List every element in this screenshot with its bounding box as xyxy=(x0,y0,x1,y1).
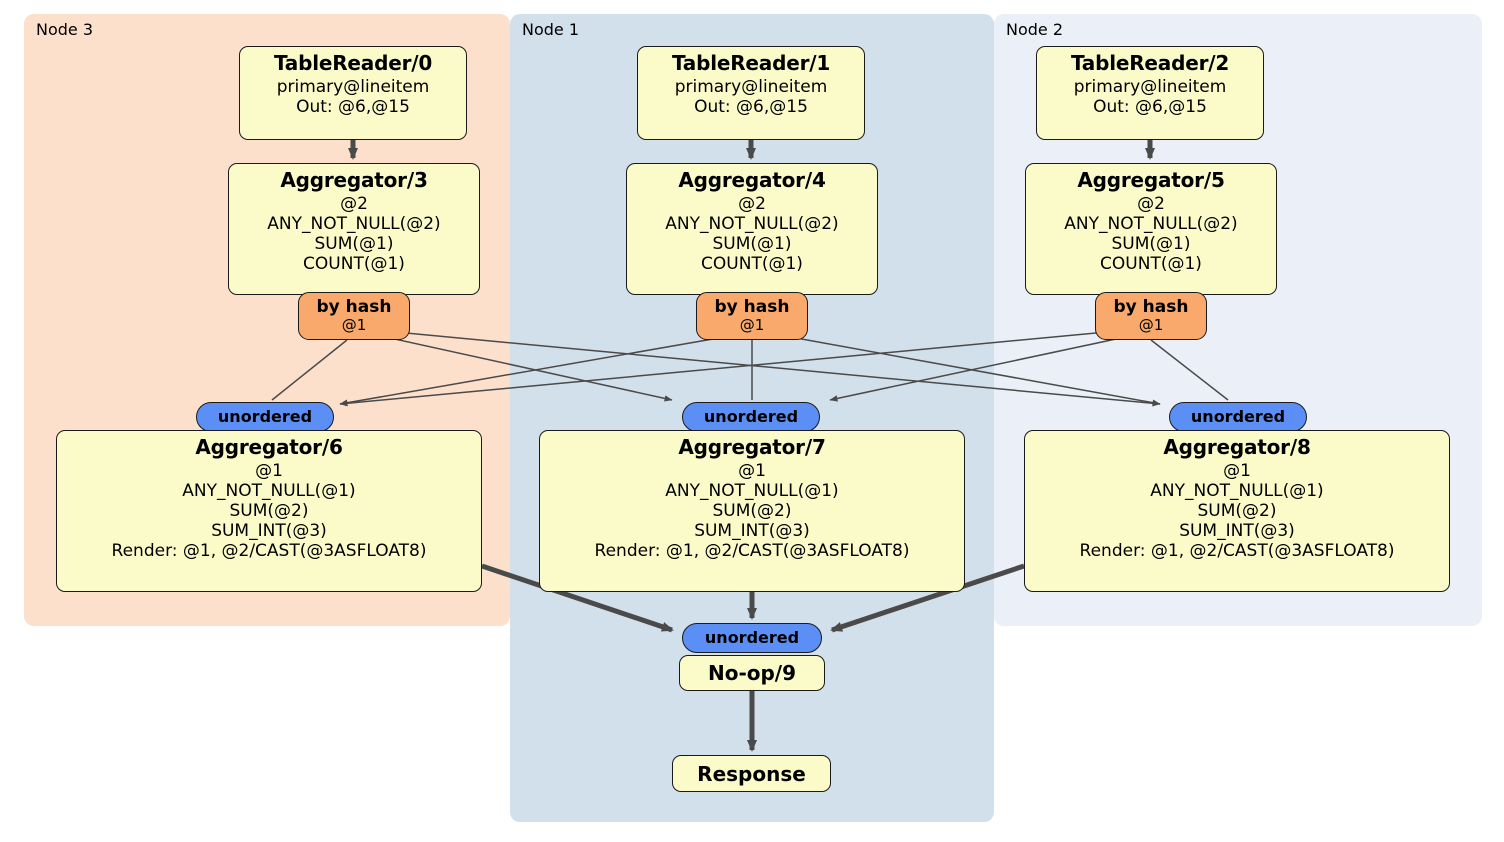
aggregator-7-box[interactable]: Aggregator/7 @1 ANY_NOT_NULL(@1) SUM(@2)… xyxy=(539,430,965,592)
region-node-2-label: Node 2 xyxy=(1006,20,1064,39)
tablereader-0-out: Out: @6,@15 xyxy=(296,96,410,117)
aggregator-4-func-2: SUM(@1) xyxy=(712,233,792,254)
aggregator-5-func-3: COUNT(@1) xyxy=(1100,253,1202,274)
by-hash-router-5-title: by hash xyxy=(1113,297,1189,318)
aggregator-8-func-1: ANY_NOT_NULL(@1) xyxy=(1150,480,1324,501)
response-box[interactable]: Response xyxy=(672,755,831,792)
aggregator-6-title: Aggregator/6 xyxy=(195,435,343,459)
aggregator-5-title: Aggregator/5 xyxy=(1077,168,1225,192)
tablereader-2-source: primary@lineitem xyxy=(1073,76,1227,97)
tablereader-2-out: Out: @6,@15 xyxy=(1093,96,1207,117)
no-op-9-box[interactable]: No-op/9 xyxy=(679,655,825,691)
region-node-3-label: Node 3 xyxy=(36,20,94,39)
aggregator-3-groupcol: @2 xyxy=(340,193,368,214)
aggregator-4-func-1: ANY_NOT_NULL(@2) xyxy=(665,213,839,234)
aggregator-8-groupcol: @1 xyxy=(1223,460,1251,481)
aggregator-6-func-3: SUM_INT(@3) xyxy=(211,520,327,541)
by-hash-router-4-column: @1 xyxy=(739,316,765,335)
unordered-final-9-label: unordered xyxy=(704,628,800,648)
aggregator-3-func-1: ANY_NOT_NULL(@2) xyxy=(267,213,441,234)
aggregator-7-groupcol: @1 xyxy=(738,460,766,481)
tablereader-2-title: TableReader/2 xyxy=(1070,51,1230,75)
tablereader-0-source: primary@lineitem xyxy=(276,76,430,97)
tablereader-1-box[interactable]: TableReader/1 primary@lineitem Out: @6,@… xyxy=(637,46,865,140)
aggregator-5-box[interactable]: Aggregator/5 @2 ANY_NOT_NULL(@2) SUM(@1)… xyxy=(1025,163,1277,295)
tablereader-0-box[interactable]: TableReader/0 primary@lineitem Out: @6,@… xyxy=(239,46,467,140)
aggregator-5-func-1: ANY_NOT_NULL(@2) xyxy=(1064,213,1238,234)
by-hash-router-3-column: @1 xyxy=(341,316,367,335)
by-hash-router-5[interactable]: by hash @1 xyxy=(1095,292,1207,340)
by-hash-router-5-column: @1 xyxy=(1138,316,1164,335)
tablereader-2-box[interactable]: TableReader/2 primary@lineitem Out: @6,@… xyxy=(1036,46,1264,140)
by-hash-router-4[interactable]: by hash @1 xyxy=(696,292,808,340)
aggregator-5-groupcol: @2 xyxy=(1137,193,1165,214)
aggregator-4-box[interactable]: Aggregator/4 @2 ANY_NOT_NULL(@2) SUM(@1)… xyxy=(626,163,878,295)
aggregator-7-func-3: SUM_INT(@3) xyxy=(694,520,810,541)
aggregator-8-title: Aggregator/8 xyxy=(1163,435,1311,459)
tablereader-1-source: primary@lineitem xyxy=(674,76,828,97)
tablereader-1-title: TableReader/1 xyxy=(671,51,831,75)
aggregator-6-groupcol: @1 xyxy=(255,460,283,481)
no-op-9-label: No-op/9 xyxy=(707,661,797,685)
aggregator-8-func-2: SUM(@2) xyxy=(1197,500,1277,521)
unordered-input-8-label: unordered xyxy=(1190,407,1286,427)
aggregator-3-func-3: COUNT(@1) xyxy=(303,253,405,274)
aggregator-4-title: Aggregator/4 xyxy=(678,168,826,192)
aggregator-6-func-2: SUM(@2) xyxy=(229,500,309,521)
unordered-final-9[interactable]: unordered xyxy=(682,623,822,653)
aggregator-7-func-2: SUM(@2) xyxy=(712,500,792,521)
aggregator-7-title: Aggregator/7 xyxy=(678,435,826,459)
region-node-1-label: Node 1 xyxy=(522,20,580,39)
tablereader-0-title: TableReader/0 xyxy=(273,51,433,75)
aggregator-6-render: Render: @1, @2/CAST(@3ASFLOAT8) xyxy=(111,540,427,561)
unordered-input-8[interactable]: unordered xyxy=(1169,402,1307,432)
aggregator-7-render: Render: @1, @2/CAST(@3ASFLOAT8) xyxy=(594,540,910,561)
by-hash-router-4-title: by hash xyxy=(714,297,790,318)
unordered-input-7-label: unordered xyxy=(703,407,799,427)
aggregator-3-box[interactable]: Aggregator/3 @2 ANY_NOT_NULL(@2) SUM(@1)… xyxy=(228,163,480,295)
aggregator-3-func-2: SUM(@1) xyxy=(314,233,394,254)
unordered-input-7[interactable]: unordered xyxy=(682,402,820,432)
unordered-input-6-label: unordered xyxy=(217,407,313,427)
aggregator-6-box[interactable]: Aggregator/6 @1 ANY_NOT_NULL(@1) SUM(@2)… xyxy=(56,430,482,592)
aggregator-8-func-3: SUM_INT(@3) xyxy=(1179,520,1295,541)
aggregator-8-box[interactable]: Aggregator/8 @1 ANY_NOT_NULL(@1) SUM(@2)… xyxy=(1024,430,1450,592)
aggregator-3-title: Aggregator/3 xyxy=(280,168,428,192)
aggregator-4-groupcol: @2 xyxy=(738,193,766,214)
aggregator-4-func-3: COUNT(@1) xyxy=(701,253,803,274)
response-label: Response xyxy=(697,761,806,786)
aggregator-7-func-1: ANY_NOT_NULL(@1) xyxy=(665,480,839,501)
aggregator-6-func-1: ANY_NOT_NULL(@1) xyxy=(182,480,356,501)
tablereader-1-out: Out: @6,@15 xyxy=(694,96,808,117)
aggregator-5-func-2: SUM(@1) xyxy=(1111,233,1191,254)
aggregator-8-render: Render: @1, @2/CAST(@3ASFLOAT8) xyxy=(1079,540,1395,561)
by-hash-router-3-title: by hash xyxy=(316,297,392,318)
by-hash-router-3[interactable]: by hash @1 xyxy=(298,292,410,340)
unordered-input-6[interactable]: unordered xyxy=(196,402,334,432)
